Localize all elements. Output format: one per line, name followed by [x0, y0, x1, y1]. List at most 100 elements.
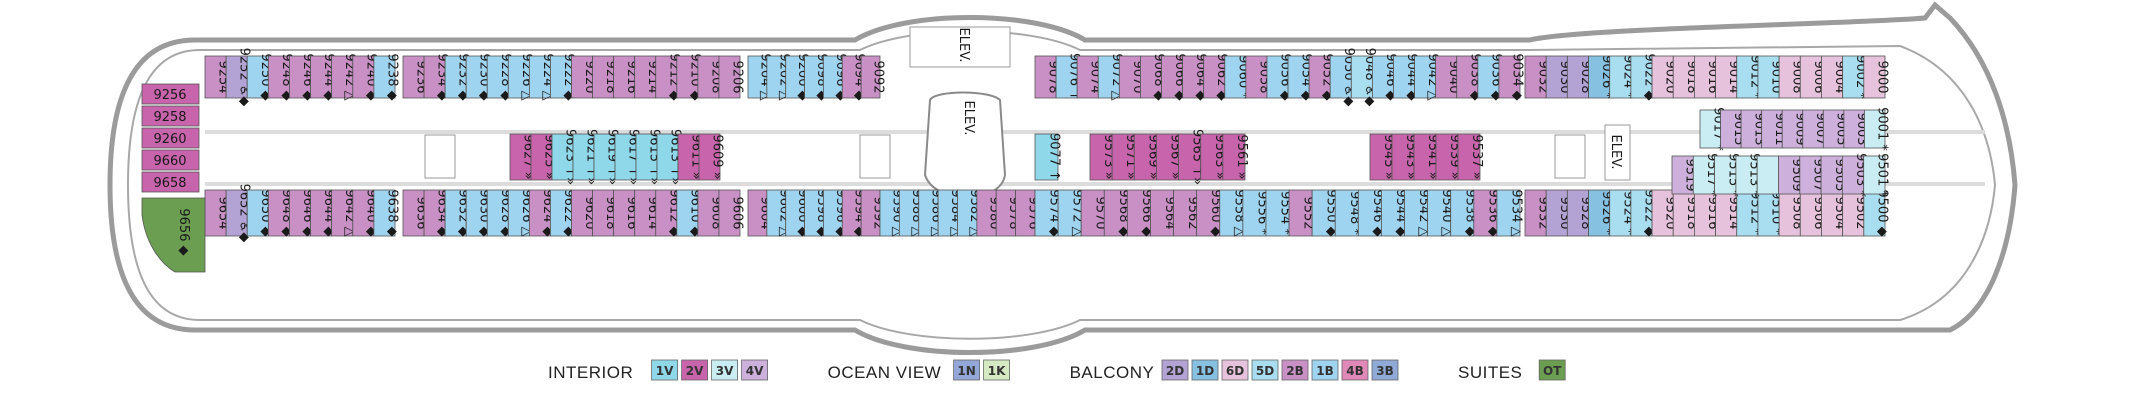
- cabin-9552[interactable]: 9552: [1288, 189, 1316, 237]
- legend-title: OCEAN VIEW: [828, 363, 942, 382]
- cabin-9206[interactable]: 9206: [718, 55, 745, 99]
- cabin-9544[interactable]: 9544 ◆: [1381, 189, 1408, 237]
- legend-swatch-code: 1N: [957, 364, 975, 378]
- legend-swatch-3B: 3B: [1371, 359, 1399, 381]
- cabin-9501[interactable]: 9501 *: [1863, 153, 1890, 197]
- cabin-9660[interactable]: 9660: [141, 149, 200, 171]
- cabin-box: [1222, 133, 1246, 181]
- cabin-9537[interactable]: 9537 »: [1457, 133, 1484, 181]
- legend-title: SUITES: [1458, 363, 1522, 382]
- cabin-box: [1863, 155, 1886, 195]
- cabin-unlabeled[interactable]: [1756, 155, 1779, 195]
- cabin-9260[interactable]: 9260: [141, 127, 200, 149]
- legend-swatch-2V: 2V: [681, 359, 708, 381]
- legend-swatch-box: [1341, 359, 1369, 381]
- cabin-number: 9092: [871, 60, 886, 93]
- cabin-9638[interactable]: 9638 ◆: [373, 189, 400, 237]
- cabin-9570[interactable]: 9570: [1080, 189, 1108, 237]
- legend-swatch-box: [741, 359, 768, 381]
- cabin-9546[interactable]: 9546 ◆: [1357, 189, 1385, 237]
- legend-swatch-code: 2B: [1286, 364, 1304, 378]
- cabin-9034[interactable]: 9034 ◆: [1498, 53, 1525, 101]
- legend-swatch-4V: 4V: [741, 359, 768, 381]
- cabin-box: [1756, 155, 1779, 195]
- elevator-label-atrium: ELEV.: [961, 100, 976, 135]
- cabin-9534[interactable]: 9534 △: [1496, 189, 1524, 237]
- cabin-9000[interactable]: 9000: [1863, 55, 1890, 99]
- legend-swatch-box: [1281, 359, 1309, 381]
- cabin-9077[interactable]: 9077 ↑: [1034, 133, 1062, 181]
- cabin-number: 9658: [153, 176, 186, 191]
- cabin-number: 9238 ◆: [384, 53, 399, 100]
- elevator-aft-box: [909, 26, 1011, 68]
- cabin-9558[interactable]: 9558 △: [1219, 189, 1247, 237]
- cabin-9568[interactable]: 9568 ◆: [1103, 189, 1131, 237]
- cabin-9536[interactable]: 9536 ◆: [1473, 189, 1501, 237]
- cabin-9550[interactable]: 9550 ◆: [1311, 189, 1339, 237]
- cabin-9658[interactable]: 9658: [141, 171, 200, 193]
- cabin-9548[interactable]: 9548 *: [1334, 189, 1362, 237]
- corridor-lower: [205, 182, 1985, 186]
- cabin-9500[interactable]: 9500 ◆: [1863, 189, 1890, 237]
- cabin-9564[interactable]: 9564: [1150, 189, 1177, 237]
- legend-swatch-3V: 3V: [711, 359, 738, 381]
- elevator-label-fwd: ELEV.: [1608, 134, 1623, 169]
- cabin-9538[interactable]: 9538 ◆: [1450, 189, 1478, 237]
- cabin-9256[interactable]: 9256: [141, 83, 200, 105]
- cabin-9574[interactable]: 9574 ◆: [1034, 189, 1062, 237]
- legend-swatch-code: 1K: [988, 364, 1006, 378]
- cabin-9013[interactable]: 9013: [1740, 109, 1766, 149]
- cabin-number: 9260: [153, 132, 186, 147]
- cabin-9610[interactable]: 9610 ◆: [676, 189, 703, 237]
- cabin-9600[interactable]: 9600 ◆: [785, 189, 810, 237]
- cabin-box: [141, 149, 200, 171]
- legend-swatch-box: [1251, 359, 1279, 381]
- cabin-9554[interactable]: 9554 *: [1265, 189, 1293, 237]
- cabin-9656[interactable]: 9656 ◆: [141, 197, 206, 273]
- cabin-number: 9034 ◆: [1509, 53, 1524, 100]
- cabin-9040[interactable]: 9040: [1435, 55, 1462, 99]
- legend-swatch-code: 2D: [1166, 364, 1184, 378]
- legend-swatch-code: 1B: [1316, 364, 1334, 378]
- legend-swatch-box: [681, 359, 708, 381]
- cabin-box: [373, 189, 396, 237]
- cabin-number: 9500 ◆: [1874, 189, 1889, 236]
- cabin-9566[interactable]: 9566 ◆: [1126, 189, 1154, 237]
- legend-swatch-code: 1V: [656, 364, 674, 378]
- cabin-number: 9001 *: [1875, 107, 1890, 151]
- cabin-number: 9077 ↑: [1047, 133, 1062, 181]
- cabin-9606[interactable]: 9606: [718, 189, 745, 237]
- legend-swatch-1N: 1N: [953, 359, 980, 381]
- legend-swatch-1V: 1V: [651, 359, 678, 381]
- legend-group-ocean-view: OCEAN VIEW 1N 1K: [828, 359, 1010, 382]
- legend-swatch-4B: 4B: [1341, 359, 1369, 381]
- cabin-9561[interactable]: 9561 »: [1222, 133, 1249, 181]
- cabin-9236[interactable]: 9236: [402, 55, 429, 99]
- legend-swatch-OT: OT: [1538, 359, 1566, 381]
- cabin-9560[interactable]: 9560 ◆: [1196, 189, 1224, 237]
- cabin-9258[interactable]: 9258: [141, 105, 200, 127]
- cabin-9092[interactable]: 9092: [860, 55, 886, 99]
- cabin-box: [860, 55, 881, 99]
- cabin-box: [141, 171, 200, 193]
- legend-swatch-2B: 2B: [1281, 359, 1309, 381]
- cabin-9562[interactable]: 9562: [1173, 189, 1201, 237]
- cabin-9540[interactable]: 9540 △: [1427, 189, 1455, 237]
- cabin-9572[interactable]: 9572 △: [1057, 189, 1085, 237]
- cabin-9001[interactable]: 9001 *: [1864, 107, 1890, 151]
- corridor-upper: [205, 130, 1985, 134]
- legend-swatch-code: 2V: [686, 364, 704, 378]
- legend-swatch-box: [711, 359, 738, 381]
- cabin-9576[interactable]: 9576: [1015, 189, 1041, 237]
- legend-swatch-code: 4B: [1346, 364, 1364, 378]
- legend-swatch-box: [1191, 359, 1219, 381]
- cabin-9542[interactable]: 9542 △: [1404, 189, 1432, 237]
- cabin-9556[interactable]: 9556 *: [1242, 189, 1270, 237]
- cabin-9609[interactable]: 9609 »: [698, 133, 725, 181]
- cabin-9238[interactable]: 9238 ◆: [373, 53, 400, 101]
- legend-swatch-box: [1221, 359, 1249, 381]
